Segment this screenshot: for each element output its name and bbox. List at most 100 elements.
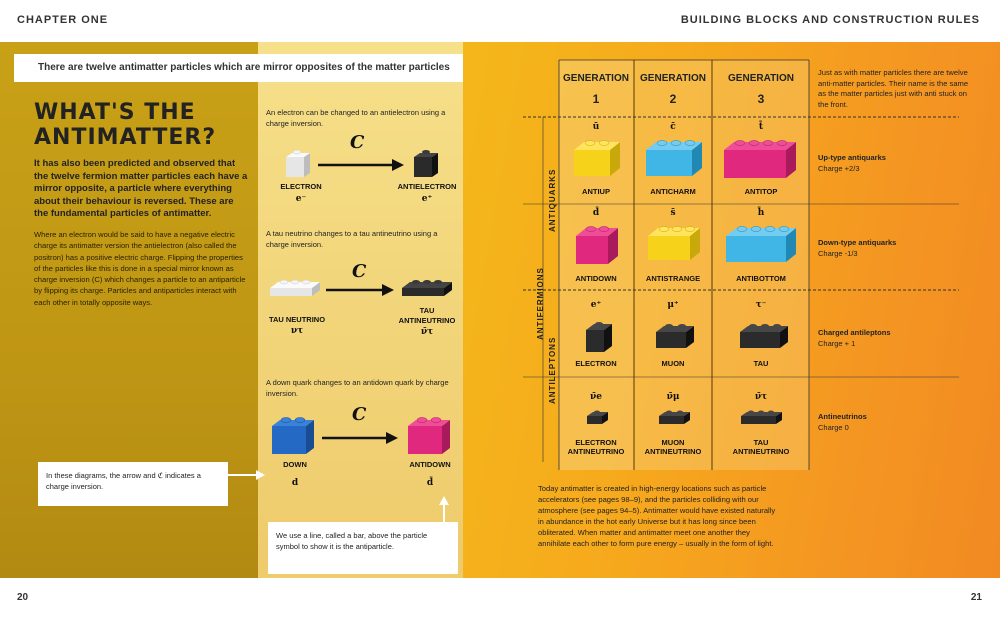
row-antileptons-charge: Charge + 1 <box>818 338 856 348</box>
diagram-panel <box>258 42 463 578</box>
generation-2-number: 2 <box>669 92 677 106</box>
charge-inversion-icon-3: C <box>352 404 367 425</box>
row-downtype-title: Down-type antiquarks <box>818 238 897 247</box>
cell-antimuon-sym: μ⁺ <box>667 300 679 310</box>
row-antineutrinos-title: Antineutrinos <box>818 412 867 421</box>
banner: There are twelve antimatter particles wh… <box>14 54 463 82</box>
page-title: WHAT'S THE ANTIMATTER? <box>34 100 217 150</box>
lego-electron-antineutrino-icon <box>587 410 608 424</box>
generation-1-number: 1 <box>592 92 600 106</box>
grid-intro-note: Just as with matter particles there are … <box>818 68 969 109</box>
generation-1-header: GENERATION 1 <box>559 72 633 106</box>
cell-muon-antineutrino-sym: ν̄μ <box>666 392 680 402</box>
generation-3-number: 3 <box>757 92 765 106</box>
right-panel <box>463 42 1000 578</box>
lego-tau-neutrino-icon <box>270 279 320 296</box>
cell-anticharm-sym: c̄ <box>670 122 676 132</box>
cell-antistrange-name: ANTISTRANGE <box>645 274 701 283</box>
diagram-down-to-sym: d̄ <box>426 478 434 488</box>
cell-antitop-sym: t̄ <box>758 122 764 132</box>
callout-bar-note: We use a line, called a bar, above the p… <box>268 522 458 574</box>
diagram-electron-to: ANTIELECTRON <box>397 182 457 191</box>
cell-antiup-sym: ū <box>592 122 600 132</box>
generation-3-header: GENERATION 3 <box>713 72 809 106</box>
bottom-paragraph: Today antimatter is created in high-ener… <box>538 484 776 548</box>
diagram-down-text: A down quark changes to an antidown quar… <box>266 378 449 398</box>
lego-anticharm-icon <box>646 140 702 176</box>
lego-antiup-icon <box>574 140 620 176</box>
row-antileptons-caption: Charged antileptons Charge + 1 <box>818 328 891 349</box>
generation-2-label: GENERATION <box>640 73 706 84</box>
lego-antistrange-icon <box>648 226 700 260</box>
diagram-tau-graphic <box>270 279 452 296</box>
lego-antimuon-icon <box>656 324 694 348</box>
cell-antidown-sym: d̄ <box>592 208 600 218</box>
page-number-left: 20 <box>17 592 29 603</box>
cell-positron-sym: e⁺ <box>590 300 602 310</box>
cell-antitop-name: ANTITOP <box>744 187 778 196</box>
diagram-tau-text: A tau neutrino changes to a tau antineut… <box>266 229 438 249</box>
lego-antidown-quark-icon <box>408 417 450 454</box>
cell-electron-antineutrino-sym: ν̄e <box>590 392 602 402</box>
cell-anticharm-name: ANTICHARM <box>650 187 696 196</box>
row-downtype-charge: Charge -1/3 <box>818 248 858 258</box>
generation-3-label: GENERATION <box>728 73 794 84</box>
diagram-down-from: DOWN <box>283 460 307 469</box>
diagram-electron-text: An electron can be changed to an antiele… <box>266 108 446 128</box>
lego-muon-antineutrino-icon <box>659 410 690 424</box>
cell-muon-antineutrino-name: MUON ANTINEUTRINO <box>644 438 702 456</box>
page-header: CHAPTER ONE BUILDING BLOCKS AND CONSTRUC… <box>0 0 1000 42</box>
section-label: BUILDING BLOCKS AND CONSTRUCTION RULES <box>680 14 980 26</box>
label-antiquarks: ANTIQUARKS <box>548 168 557 232</box>
row-antineutrinos-charge: Charge 0 <box>818 422 849 432</box>
col-gen2-bg <box>635 60 711 470</box>
diagram-tau-from-sym: ντ <box>290 326 304 336</box>
cell-antiup-name: ANTIUP <box>582 187 610 196</box>
generation-1-label: GENERATION <box>563 73 629 84</box>
col-gen3-bg <box>713 60 809 470</box>
lego-electron-icon <box>286 149 310 177</box>
charge-inversion-icon-2: C <box>352 261 367 282</box>
cell-positron-name: ELECTRON <box>575 359 617 368</box>
body-paragraph: Where an electron would be said to have … <box>34 230 246 307</box>
cell-antitau-sym: τ⁻ <box>755 300 767 310</box>
row-uptype-title: Up-type antiquarks <box>818 153 886 162</box>
lego-tau-antineutrino-icon <box>741 410 782 424</box>
cell-antitau-name: TAU <box>753 359 769 368</box>
diagram-down-from-sym: d <box>291 478 299 488</box>
diagram-down-to: ANTIDOWN <box>409 460 451 469</box>
row-downtype-caption: Down-type antiquarks Charge -1/3 <box>818 238 896 259</box>
banner-text: There are twelve antimatter particles wh… <box>38 62 450 73</box>
particle-grid <box>523 59 959 470</box>
chapter-label: CHAPTER ONE <box>17 14 109 26</box>
page-number-right: 21 <box>970 592 982 603</box>
charge-inversion-icon-1: C <box>350 132 365 153</box>
callout-arrow-note: In these diagrams, the arrow and ℭ indic… <box>38 462 228 506</box>
lego-tau-antineutrino-icon <box>402 280 452 296</box>
diagram-electron-from-sym: e⁻ <box>295 194 307 204</box>
diagram-tau-to-sym: ν̄τ <box>420 327 434 337</box>
callout-pointer-icon <box>226 470 265 480</box>
cell-antibottom-sym: h̄ <box>757 208 765 218</box>
cell-antistrange-sym: s̄ <box>670 208 676 218</box>
row-uptype-caption: Up-type antiquarks Charge +2/3 <box>818 153 886 174</box>
diagram-electron-to-sym: e⁺ <box>421 194 433 204</box>
diagram-electron-from: ELECTRON <box>280 182 322 191</box>
lego-antitau-icon <box>740 324 788 348</box>
cell-tau-antineutrino-name: TAU ANTINEUTRINO <box>732 438 790 456</box>
row-antileptons-title: Charged antileptons <box>818 328 891 337</box>
lego-antielectron-icon <box>414 150 438 177</box>
lego-antibottom-icon <box>726 226 796 262</box>
lego-antitop-icon <box>724 140 796 178</box>
lead-paragraph: It has also been predicted and observed … <box>34 158 248 219</box>
page-footer: 20 21 <box>0 578 1000 619</box>
col-gen1-bg <box>559 60 633 470</box>
label-antileptons: ANTILEPTONS <box>548 336 557 404</box>
cell-antidown-name: ANTIDOWN <box>575 274 617 283</box>
cell-electron-antineutrino-name: ELECTRON ANTINEUTRINO <box>567 438 625 456</box>
diagram-down-graphic <box>272 417 450 454</box>
lego-antidown-icon <box>576 226 618 264</box>
cell-tau-antineutrino-sym: ν̄τ <box>754 392 768 402</box>
generation-2-header: GENERATION 2 <box>635 72 711 106</box>
callout-arrow-text: In these diagrams, the arrow and ℭ indic… <box>46 471 201 491</box>
